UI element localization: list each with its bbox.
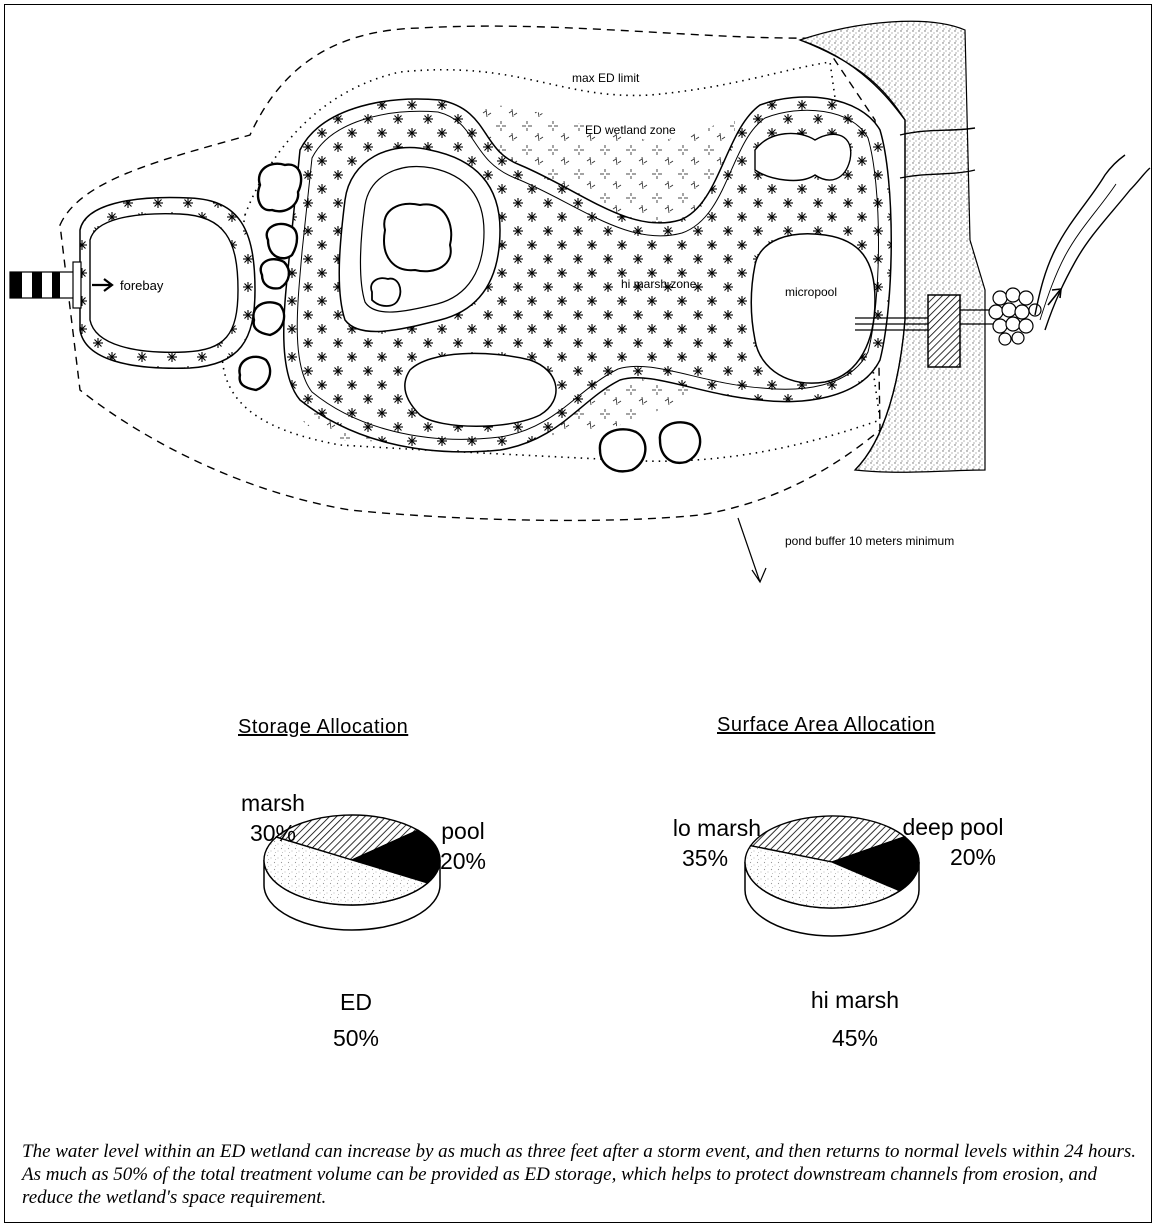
label-hi-marsh-zone: hi marsh zone	[621, 277, 697, 291]
pie2-hi-marsh-value: 45%	[785, 1023, 925, 1053]
island-tree	[384, 204, 451, 272]
pie1-marsh-value: 30%	[228, 818, 318, 848]
riser-structure	[928, 295, 960, 367]
pie2-lo-marsh-name: lo marsh	[652, 813, 782, 843]
island-shrub	[371, 278, 400, 306]
pie1-pool-value: 20%	[418, 846, 508, 876]
pie1-label-ed: ED 50%	[311, 987, 401, 1053]
surface-area-allocation-title: Surface Area Allocation	[717, 714, 935, 737]
lower-pool	[405, 353, 556, 426]
storage-allocation-title: Storage Allocation	[238, 716, 408, 739]
label-ed-wetland-zone: ED wetland zone	[585, 123, 676, 137]
pond-buffer-leader-arrow	[738, 518, 766, 582]
pie2-lo-marsh-value: 35%	[652, 843, 782, 873]
inflow-pipe-stripes	[10, 272, 60, 298]
label-pond-buffer: pond buffer 10 meters minimum	[785, 534, 954, 548]
micropool	[751, 234, 875, 383]
inflow-headwall	[73, 262, 81, 308]
outlet-channel-right-bank	[1045, 168, 1150, 330]
pie1-marsh-name: marsh	[228, 788, 318, 818]
pie1-ed-name: ED	[311, 987, 401, 1017]
label-micropool: micropool	[785, 285, 837, 299]
pie2-deep-pool-name: deep pool	[878, 812, 1028, 842]
pie2-label-lo-marsh: lo marsh 35%	[652, 813, 782, 873]
pie2-deep-pool-value: 20%	[878, 842, 1028, 872]
pie1-ed-value: 50%	[311, 1023, 401, 1053]
micropool-shallow-area	[755, 133, 851, 180]
pie1-label-pool: pool 20%	[418, 816, 508, 876]
pie2-hi-marsh-name: hi marsh	[785, 985, 925, 1015]
pie2-label-hi-marsh: hi marsh 45%	[785, 985, 925, 1053]
pie1-label-marsh: marsh 30%	[228, 788, 318, 848]
label-forebay: forebay	[120, 278, 164, 293]
riprap	[989, 288, 1041, 345]
outlet-channel-left-bank	[1035, 155, 1125, 315]
pie2-label-deep-pool: deep pool 20%	[878, 812, 1028, 872]
pie-charts	[264, 815, 919, 936]
label-max-ed-limit: max ED limit	[572, 71, 640, 85]
forebay-pool	[90, 214, 238, 353]
pie1-pool-name: pool	[418, 816, 508, 846]
figure-caption: The water level within an ED wetland can…	[22, 1140, 1142, 1209]
